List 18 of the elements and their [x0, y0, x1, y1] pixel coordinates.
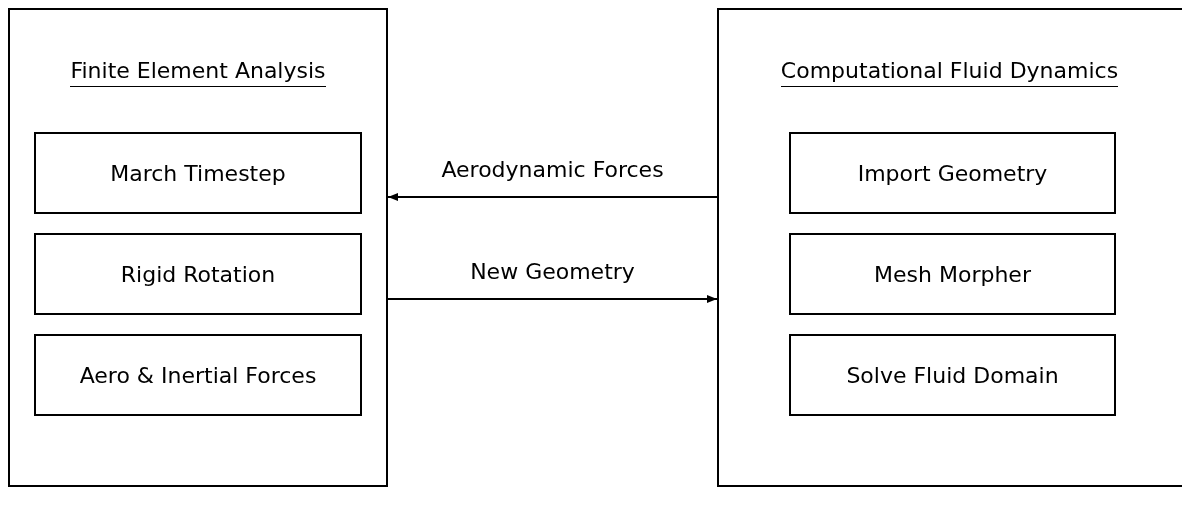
process-box	[34, 233, 362, 315]
process-box	[34, 132, 362, 214]
box-label: Mesh Morpher	[874, 260, 1031, 289]
arrow	[387, 193, 718, 201]
process-box	[34, 334, 362, 416]
box-label: Aero & Inertial Forces	[79, 361, 317, 390]
process-box	[789, 334, 1116, 416]
group-frame	[717, 8, 1182, 487]
process-box	[789, 132, 1116, 214]
box-label: Rigid Rotation	[120, 260, 276, 289]
box-label: March Timestep	[110, 159, 286, 188]
box-label: Solve Fluid Domain	[846, 361, 1059, 390]
group-frame	[8, 8, 388, 487]
process-box	[789, 233, 1116, 315]
section-heading: Finite Element Analysis	[70, 56, 326, 87]
box-label: Import Geometry	[857, 159, 1048, 188]
section-heading: Computational Fluid Dynamics	[780, 56, 1119, 87]
arrow	[387, 295, 718, 303]
